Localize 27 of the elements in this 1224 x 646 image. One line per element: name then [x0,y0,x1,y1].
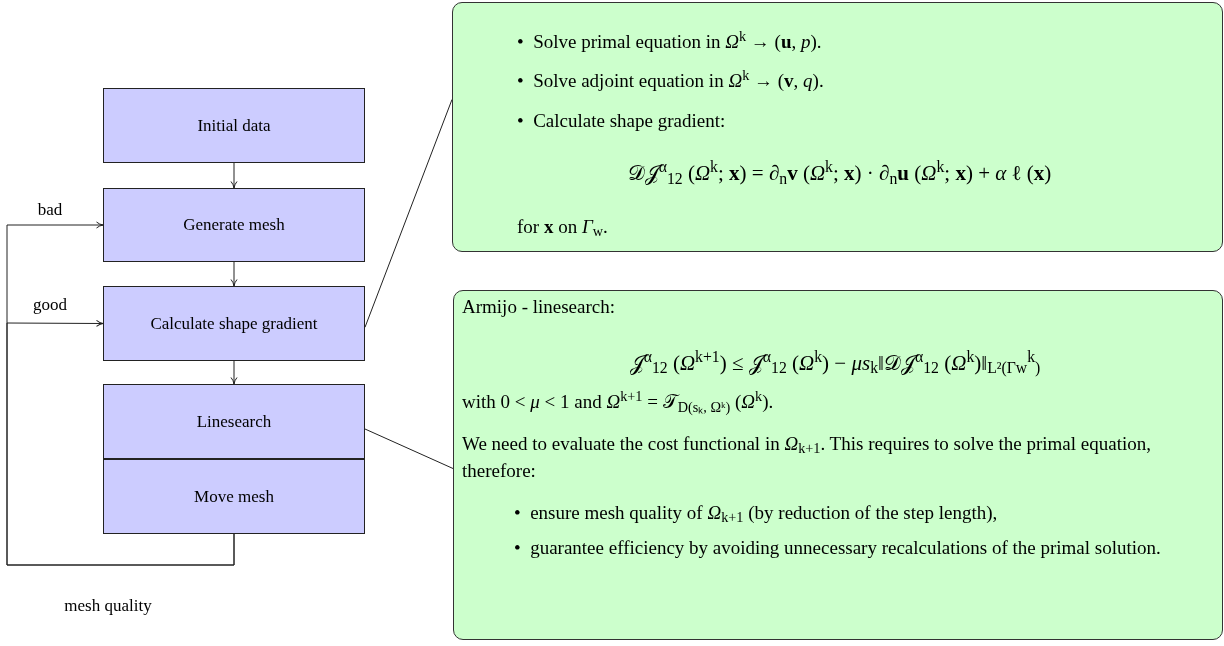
bullet-item: • ensure mesh quality of Ω$_{k+1}$ (by reduction of the step length), [514,500,999,527]
loop-label: mesh quality [64,596,152,614]
process-box [103,286,365,361]
paragraph-text: for x on Γ$_{w}$. [517,214,609,241]
leader-line [364,428,454,469]
box-label: Calculate shape gradient [150,312,318,335]
box-label: Generate mesh [183,214,285,237]
box-label: Linesearch [196,410,272,433]
note-panel [452,2,1223,252]
box-label: Move mesh [194,485,274,508]
process-box [103,384,365,459]
edge-label: good [31,295,69,313]
process-box [103,459,365,534]
paragraph-text: with 0 < μ < 1 and Ω$^{k+1}$ = 𝒯$_{D(sₖ, Ωᵏ)}$ (Ω$^{k}$). [462,388,775,416]
paragraph-text: We need to evaluate the cost functional in Ω$_{k+1}$. This requires to solve the primal equation, therefore: [462,431,1152,484]
edge-label: bad [35,200,65,218]
paragraph-text: Armijo - linesearch: [462,295,616,319]
process-box [103,188,365,262]
note-panel [453,290,1223,640]
bullet-item: • guarantee efficiency by avoiding unnecessary recalculations of the primal solution. [514,536,1162,561]
math-formula: 𝒟𝒥$^{α}$$_{12}$ (Ω$^{k}$; x) = ∂$_{n}$v (Ω$^{k}$; x) · ∂$_{n}$u (Ω$^{k}$; x) + α ℓ (x) [627,157,1052,190]
bullet-item: • Solve adjoint equation in Ω$^{k}$ → (v, q). [517,66,825,94]
process-box [103,88,365,163]
bullet-item: • Solve primal equation in Ω$^{k}$ → (u, p). [517,27,823,54]
leader-line [364,99,453,328]
bullet-item: • Calculate shape gradient: [517,108,727,133]
box-label: Initial data [197,114,271,137]
